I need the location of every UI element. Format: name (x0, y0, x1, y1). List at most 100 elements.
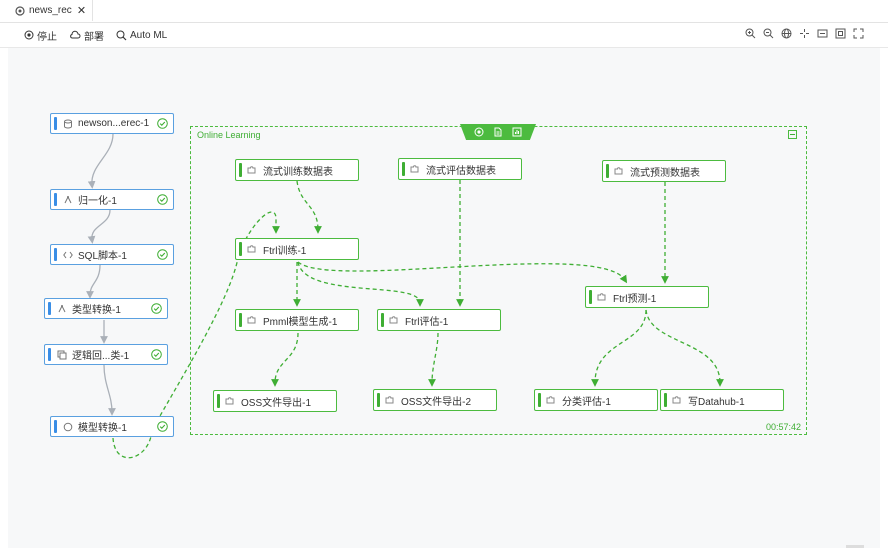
group-timer: 00:57:42 (766, 422, 802, 432)
node-sql-script[interactable]: SQL脚本-1 (50, 244, 174, 265)
deploy-label: 部署 (84, 31, 104, 43)
edge (112, 211, 280, 459)
expand-icon[interactable] (853, 28, 864, 39)
node-newson-erec[interactable]: newson...erec-1 (50, 113, 174, 134)
stop-label: 停止 (37, 31, 57, 43)
node-status-bar (589, 290, 592, 304)
node-stream-eval-table[interactable]: 流式评估数据表 (398, 158, 522, 180)
node-label: newson...erec-1 (78, 118, 150, 129)
node-pmml-generate[interactable]: Pmml模型生成-1 (235, 309, 359, 331)
node-type-convert[interactable]: 类型转换-1 (44, 298, 168, 319)
node-status-bar (48, 348, 51, 361)
fit-icon[interactable] (799, 28, 810, 39)
tab-title: news_rec (29, 5, 72, 16)
puzzle-icon (672, 395, 682, 405)
doc-icon[interactable] (493, 127, 503, 137)
node-oss-export-2[interactable]: OSS文件导出-2 (373, 389, 497, 411)
database-icon (63, 119, 73, 129)
component-icon (57, 304, 67, 314)
puzzle-icon (247, 315, 257, 325)
node-ftrl-predict[interactable]: Ftrl预测-1 (585, 286, 709, 308)
node-status-bar (48, 302, 51, 315)
node-status-bar (54, 248, 57, 261)
node-stream-predict-table[interactable]: 流式预测数据表 (602, 160, 726, 182)
group-toolbar (460, 124, 536, 140)
scrollbar[interactable] (846, 545, 864, 548)
workflow-icon (14, 5, 26, 17)
puzzle-icon (389, 315, 399, 325)
tab-bar: news_rec ✕ (0, 0, 888, 23)
node-status-bar (54, 193, 57, 206)
node-classify-eval[interactable]: 分类评估-1 (534, 389, 658, 411)
canvas-controls (745, 28, 864, 39)
toolbar: 停止 部署 Auto ML (0, 23, 888, 48)
run-icon[interactable] (474, 127, 484, 137)
node-label: 模型转换-1 (78, 423, 127, 434)
zoom-in-icon[interactable] (745, 28, 756, 39)
puzzle-icon (597, 292, 607, 302)
collapse-icon[interactable] (788, 130, 797, 139)
deploy-button[interactable]: 部署 (69, 27, 104, 43)
edge (296, 180, 322, 234)
minimap-icon[interactable] (817, 28, 828, 39)
edge (297, 261, 628, 284)
puzzle-icon (614, 166, 624, 176)
node-label: 流式评估数据表 (426, 165, 496, 177)
stop-icon (24, 30, 34, 40)
automl-label: Auto ML (130, 29, 168, 41)
chart-icon[interactable] (512, 127, 522, 137)
cloud-icon (70, 30, 81, 39)
component-icon (63, 195, 73, 205)
stop-button[interactable]: 停止 (24, 27, 57, 43)
puzzle-icon (247, 244, 257, 254)
node-stream-train-table[interactable]: 流式训练数据表 (235, 159, 359, 181)
node-status-bar (664, 393, 667, 407)
fullscreen-icon[interactable] (835, 28, 846, 39)
node-status-bar (538, 393, 541, 407)
node-label: 分类评估-1 (562, 396, 611, 408)
puzzle-icon (225, 396, 235, 406)
node-label: 逻辑回...类-1 (72, 351, 130, 362)
check-circle-icon (157, 118, 168, 129)
copy-icon (57, 350, 67, 360)
edge (428, 332, 439, 387)
puzzle-icon (385, 395, 395, 405)
node-status-bar (606, 164, 609, 178)
zoom-out-icon[interactable] (763, 28, 774, 39)
bottom-gutter (0, 548, 888, 557)
edge (645, 309, 724, 387)
node-write-datahub[interactable]: 写Datahub-1 (660, 389, 784, 411)
edge (591, 309, 647, 387)
automl-button[interactable]: Auto ML (116, 27, 167, 43)
node-ftrl-train[interactable]: Ftrl训练-1 (235, 238, 359, 260)
code-icon (63, 250, 73, 260)
node-status-bar (377, 393, 380, 407)
node-normalize[interactable]: 归一化-1 (50, 189, 174, 210)
group-title: Online Learning (197, 130, 261, 140)
check-circle-icon (157, 249, 168, 260)
edge (297, 261, 424, 307)
node-label: 类型转换-1 (72, 305, 121, 316)
tab-news-rec[interactable]: news_rec ✕ (14, 0, 93, 21)
node-label: Pmml模型生成-1 (263, 316, 338, 328)
node-status-bar (217, 394, 220, 408)
node-label: 流式预测数据表 (630, 167, 700, 179)
node-status-bar (239, 163, 242, 177)
node-ftrl-eval[interactable]: Ftrl评估-1 (377, 309, 501, 331)
node-model-convert[interactable]: 模型转换-1 (50, 416, 174, 437)
node-label: 写Datahub-1 (688, 396, 745, 408)
close-icon[interactable]: ✕ (76, 5, 87, 17)
node-status-bar (402, 162, 405, 176)
edge (87, 209, 111, 244)
node-label: Ftrl评估-1 (405, 316, 449, 328)
check-circle-icon (151, 349, 162, 360)
node-oss-export-1[interactable]: OSS文件导出-1 (213, 390, 337, 412)
node-logistic-regression[interactable]: 逻辑回...类-1 (44, 344, 168, 365)
globe-icon[interactable] (781, 28, 792, 39)
edge (271, 332, 299, 387)
check-circle-icon (157, 194, 168, 205)
node-status-bar (54, 117, 57, 130)
automl-icon (116, 30, 127, 40)
node-label: 流式训练数据表 (263, 166, 333, 178)
